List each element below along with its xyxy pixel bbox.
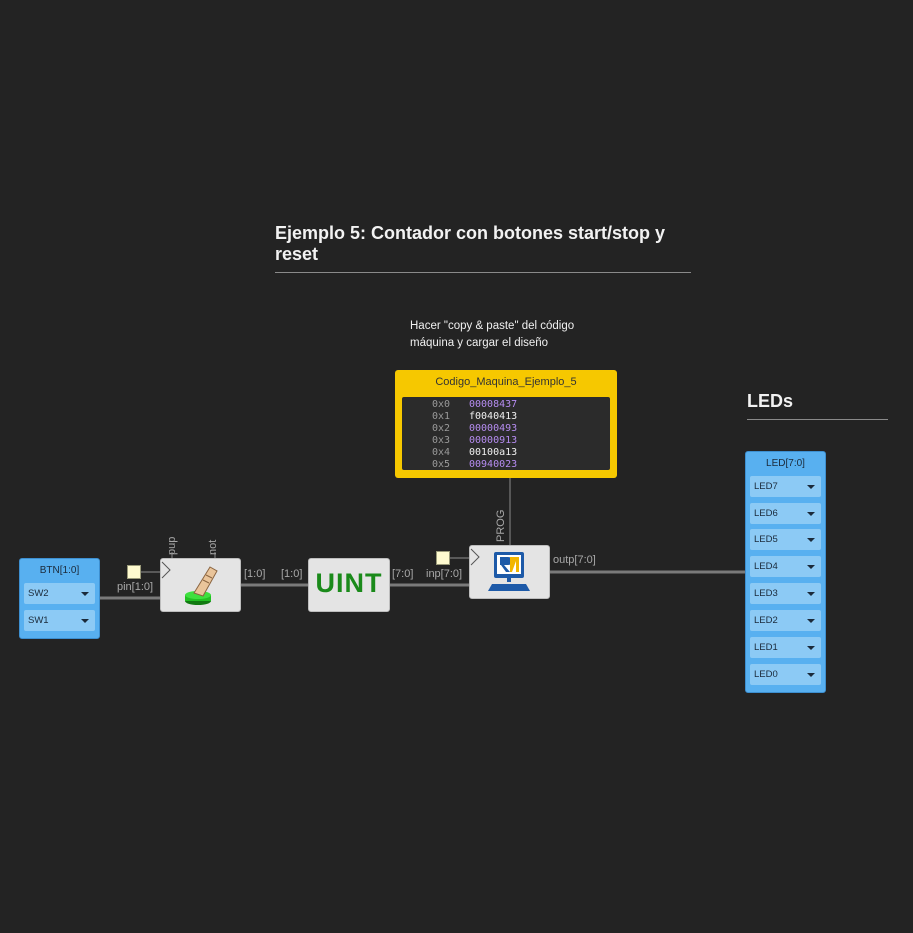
uint-label: UINT	[315, 568, 383, 598]
pin-select-sw1[interactable]: SW1	[24, 610, 95, 631]
memory-address: 0x2	[432, 423, 451, 434]
memory-row: 0x2 00000493	[402, 423, 610, 435]
port-cpu-in-label: inp[7:0]	[426, 568, 463, 580]
memory-row: 0x1 f0040413	[402, 411, 610, 423]
led-output-panel[interactable]: LED[7:0] LED7 LED6 LED5 LED4 LED3 LED2 L…	[745, 451, 826, 693]
chevron-down-icon	[807, 485, 815, 489]
title-divider	[275, 272, 691, 273]
chevron-down-icon	[807, 565, 815, 569]
pin-select-label: SW2	[28, 588, 49, 599]
memory-value: 00940023	[469, 459, 518, 470]
port-btn-out-label: [1:0]	[244, 568, 266, 580]
pin-select-label: LED4	[754, 561, 778, 572]
port-cpu-out-label: outp[7:0]	[553, 554, 596, 566]
memory-address: 0x3	[432, 435, 451, 446]
memory-value: 00100a13	[469, 447, 518, 458]
pin-select-label: LED7	[754, 481, 778, 492]
pin-select-label: LED3	[754, 588, 778, 599]
pin-select-label: LED0	[754, 669, 778, 680]
pin-select-label: LED6	[754, 508, 778, 519]
btn-input-panel[interactable]: BTN[1:0] SW2 SW1	[19, 558, 100, 639]
instruction-note: Hacer "copy & paste" del código máquina …	[410, 320, 575, 349]
button-input-block[interactable]	[160, 558, 241, 612]
memory-row: 0x0 00008437	[402, 399, 610, 411]
pin-select-label: LED1	[754, 642, 778, 653]
pin-select-led6[interactable]: LED6	[750, 503, 821, 524]
pin-select-led1[interactable]: LED1	[750, 637, 821, 658]
port-prog-label: PROG	[495, 509, 507, 542]
pullup-constant-input[interactable]	[127, 565, 141, 579]
memory-address: 0x5	[432, 459, 451, 470]
pin-select-led4[interactable]: LED4	[750, 556, 821, 577]
chevron-down-icon	[807, 592, 815, 596]
chevron-down-icon	[81, 592, 89, 596]
memory-address: 0x1	[432, 411, 451, 422]
chevron-down-icon	[807, 646, 815, 650]
led-panel-title: LED[7:0]	[766, 458, 805, 469]
memory-value: 00000913	[469, 435, 518, 446]
uint-converter-block[interactable]: UINT	[308, 558, 390, 612]
chevron-down-icon	[81, 619, 89, 623]
pin-select-led3[interactable]: LED3	[750, 583, 821, 604]
port-uint-out-label: [7:0]	[392, 568, 414, 580]
pin-select-led7[interactable]: LED7	[750, 476, 821, 497]
pin-select-label: LED2	[754, 615, 778, 626]
cpu-constant-input[interactable]	[436, 551, 450, 565]
pin-select-label: SW1	[28, 615, 49, 626]
chevron-down-icon	[807, 619, 815, 623]
pin-select-label: LED5	[754, 534, 778, 545]
push-button-icon	[161, 561, 218, 605]
page-title: Ejemplo 5: Contador con botones start/st…	[275, 223, 666, 264]
memory-address: 0x4	[432, 447, 451, 458]
pin-select-led0[interactable]: LED0	[750, 664, 821, 685]
computer-icon	[470, 548, 530, 591]
chevron-down-icon	[807, 538, 815, 542]
port-pup-label: pup	[166, 536, 178, 555]
memory-value: 00000493	[469, 423, 518, 434]
memory-row: 0x4 00100a13	[402, 447, 610, 459]
btn-panel-title: BTN[1:0]	[39, 565, 80, 576]
chevron-down-icon	[807, 673, 815, 677]
memory-value: f0040413	[469, 411, 518, 422]
port-not-label: not	[207, 539, 219, 555]
leds-heading: LEDs	[747, 391, 794, 411]
memory-title: Codigo_Maquina_Ejemplo_5	[435, 376, 577, 388]
pin-select-led5[interactable]: LED5	[750, 529, 821, 550]
port-uint-in-label: [1:0]	[281, 568, 303, 580]
pin-select-sw2[interactable]: SW2	[24, 583, 95, 604]
memory-content[interactable]: 0x0 00008437 0x1 f0040413 0x2 00000493 0…	[402, 397, 610, 470]
leds-divider	[747, 419, 888, 420]
chevron-down-icon	[807, 512, 815, 516]
memory-row: 0x3 00000913	[402, 435, 610, 447]
port-pin-label: pin[1:0]	[117, 581, 154, 593]
pin-select-led2[interactable]: LED2	[750, 610, 821, 631]
memory-address: 0x0	[432, 399, 451, 410]
memory-row: 0x5 00940023	[402, 459, 610, 470]
memory-block[interactable]: Codigo_Maquina_Ejemplo_5 0x0 00008437 0x…	[395, 370, 617, 478]
memory-value: 00008437	[469, 399, 518, 410]
riscv-cpu-block[interactable]	[469, 545, 550, 599]
